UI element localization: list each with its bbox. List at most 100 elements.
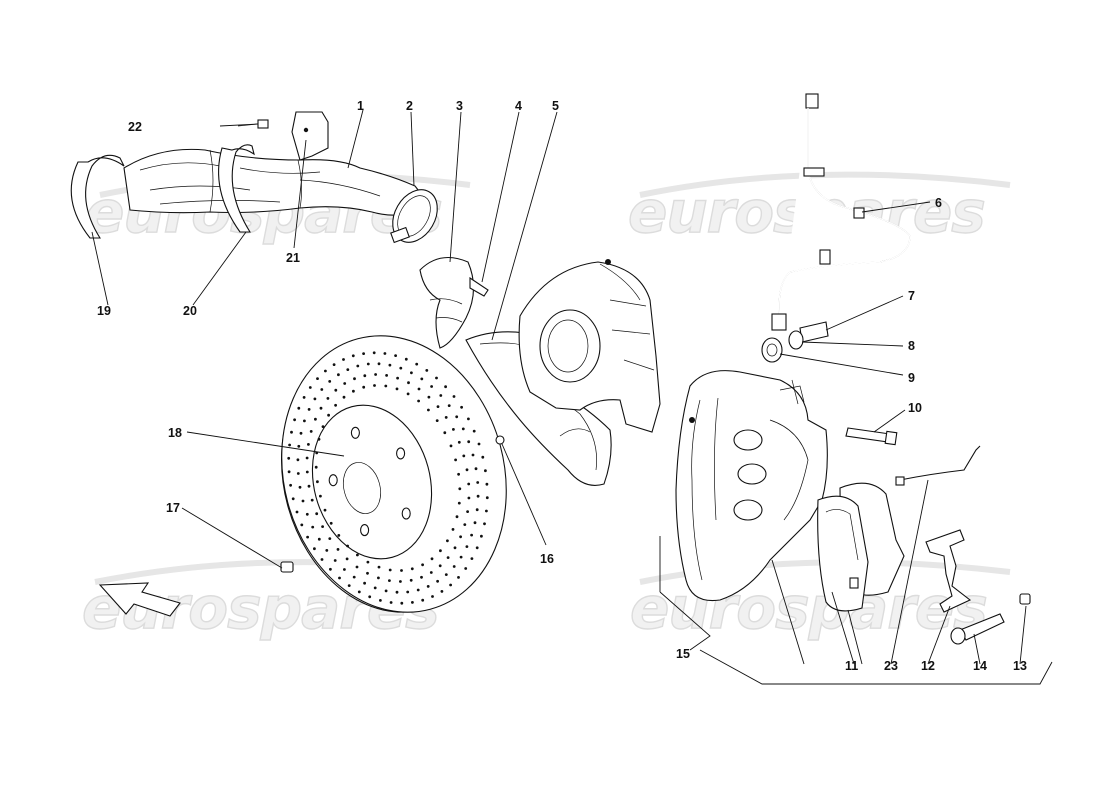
watermark-text: eurospares bbox=[630, 574, 987, 642]
disc-hole bbox=[303, 419, 306, 423]
disc-hole bbox=[338, 576, 341, 580]
disc-hole bbox=[346, 544, 349, 548]
disc-hole bbox=[455, 515, 459, 519]
disc-hole bbox=[310, 498, 314, 502]
brake-hose bbox=[771, 93, 911, 331]
disc-hole bbox=[462, 454, 466, 458]
disc-hole bbox=[311, 525, 315, 529]
disc-hole bbox=[384, 589, 388, 593]
hub-bolt-hole bbox=[360, 524, 370, 537]
disc-hole bbox=[453, 546, 457, 550]
disc-hole bbox=[421, 563, 424, 567]
disc-hole bbox=[299, 431, 303, 435]
disc-hole bbox=[314, 417, 317, 421]
disc-hole bbox=[307, 484, 311, 488]
disc-hole bbox=[343, 568, 346, 571]
callout-18: 18 bbox=[168, 426, 182, 440]
callout-4: 4 bbox=[515, 99, 522, 113]
callout-3: 3 bbox=[456, 99, 463, 113]
disc-hole bbox=[474, 467, 478, 471]
disc-hole bbox=[388, 579, 391, 582]
disc-hole bbox=[447, 404, 451, 407]
duct-seal bbox=[419, 256, 475, 349]
disc-hole bbox=[461, 427, 465, 431]
disc-hole bbox=[313, 397, 317, 401]
wear-sensor bbox=[899, 445, 981, 481]
disc-hole bbox=[293, 418, 296, 422]
disc-hole bbox=[314, 465, 318, 469]
disc-hole bbox=[352, 389, 355, 393]
disc-hole bbox=[449, 444, 453, 448]
callout-14: 14 bbox=[973, 659, 987, 673]
disc-hole bbox=[399, 580, 402, 583]
disc-hole bbox=[460, 405, 463, 409]
disc-hole bbox=[316, 377, 319, 380]
disc-hole bbox=[446, 539, 449, 543]
disc-hole bbox=[342, 395, 346, 399]
nut-16 bbox=[495, 435, 505, 445]
disc-hole bbox=[449, 583, 452, 587]
disc-hole bbox=[373, 586, 377, 590]
callout-9: 9 bbox=[908, 371, 915, 385]
disc-hole bbox=[334, 388, 338, 392]
disc-hole bbox=[430, 557, 434, 561]
disc-hole bbox=[328, 537, 332, 540]
disc-hole bbox=[372, 351, 376, 355]
disc-hole bbox=[396, 376, 399, 380]
disc-hole bbox=[440, 590, 444, 593]
disc-hole bbox=[305, 470, 309, 474]
disc-hole bbox=[297, 444, 301, 448]
callout-19: 19 bbox=[97, 304, 111, 318]
spring-clip bbox=[925, 529, 972, 613]
callout-13: 13 bbox=[1013, 659, 1027, 673]
disc-hole bbox=[383, 352, 387, 355]
disc-hole bbox=[388, 568, 392, 572]
disc-hole bbox=[287, 470, 291, 474]
disc-hole bbox=[485, 509, 488, 513]
callout-23: 23 bbox=[884, 659, 898, 673]
hose-clamp bbox=[390, 189, 438, 244]
disc-hole bbox=[481, 455, 485, 459]
pin-10 bbox=[845, 427, 898, 446]
disc-hole bbox=[307, 443, 310, 446]
disc-hole bbox=[410, 567, 414, 571]
callout-7: 7 bbox=[908, 289, 915, 303]
disc-hole bbox=[377, 565, 381, 569]
disc-hole bbox=[295, 510, 299, 514]
disc-hole bbox=[366, 362, 370, 366]
disc-hole bbox=[389, 601, 393, 604]
disc-hole bbox=[332, 363, 336, 366]
disc-hole bbox=[467, 496, 471, 500]
disc-hole bbox=[355, 565, 359, 569]
disc-hole bbox=[288, 443, 291, 447]
disc-hole bbox=[308, 386, 312, 389]
disc-hole bbox=[436, 405, 440, 408]
callout-21: 21 bbox=[286, 251, 300, 265]
nut-13 bbox=[1019, 593, 1031, 605]
disc-hole bbox=[374, 373, 377, 376]
disc-hole bbox=[395, 387, 399, 391]
disc-hole bbox=[333, 559, 337, 562]
disc-hole bbox=[426, 585, 430, 588]
disc-hole bbox=[366, 571, 369, 575]
disc-hole bbox=[298, 485, 302, 489]
disc-hole bbox=[407, 381, 410, 385]
disc-hole bbox=[439, 394, 443, 397]
band-clip-20 bbox=[218, 144, 255, 233]
disc-hole bbox=[323, 508, 327, 512]
bolt-17 bbox=[280, 561, 294, 573]
disc-hole bbox=[316, 480, 319, 484]
disc-hole bbox=[337, 534, 341, 537]
callout-15: 15 bbox=[676, 647, 690, 661]
disc-hole bbox=[329, 567, 332, 571]
disc-cross-drill-holes bbox=[287, 351, 489, 605]
disc-hole bbox=[444, 573, 448, 576]
disc-hole bbox=[368, 595, 372, 599]
disc-hole bbox=[302, 396, 306, 399]
disc-hole bbox=[444, 385, 447, 389]
disc-hole bbox=[377, 576, 380, 580]
disc-hole bbox=[327, 413, 330, 417]
band-clip-19 bbox=[70, 154, 125, 239]
leader-lines bbox=[91, 109, 1053, 685]
disc-hole bbox=[452, 395, 456, 398]
